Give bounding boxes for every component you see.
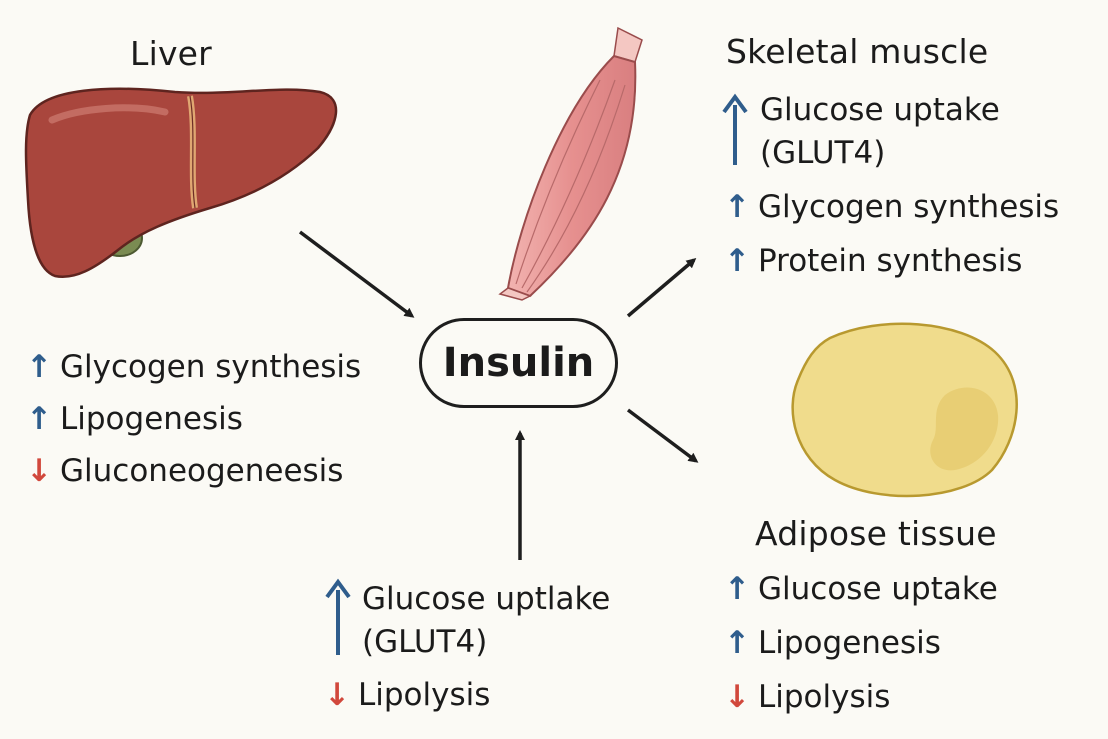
arrow-insulin-to-muscle (626, 258, 697, 318)
insulin-label: Insulin (442, 340, 595, 386)
up-arrow-icon: ↑ (724, 189, 750, 225)
list-item: ↓Lipolysis (724, 679, 891, 715)
down-arrow-icon: ↓ (26, 453, 52, 489)
list-item-continuation: (GLUT4) (362, 624, 488, 660)
list-item: ↑Lipogenesis (724, 625, 941, 661)
skeletal-muscle-title: Skeletal muscle (726, 32, 989, 71)
adipose-tissue-title: Adipose tissue (755, 514, 997, 553)
tall-up-arrow-icon (722, 93, 748, 165)
liver-title: Liver (130, 34, 212, 73)
list-item: ↓Lipolysis (324, 677, 491, 713)
arrow-insulin-to-adipose (626, 408, 699, 463)
list-item: ↑Lipogenesis (26, 401, 243, 437)
up-arrow-icon: ↑ (26, 349, 52, 385)
arrow-liver-to-insulin (298, 230, 415, 318)
list-item: ↑Protein synthesis (724, 243, 1023, 279)
down-arrow-icon: ↓ (324, 677, 350, 713)
liver-effects: ↑Glycogen synthesis ↑Lipogenesis ↓Glucon… (26, 347, 361, 491)
insulin-node: Insulin (419, 318, 618, 408)
list-item: ↓Gluconeogeneesis (26, 453, 344, 489)
up-arrow-icon: ↑ (724, 243, 750, 279)
liver-illustration (24, 87, 338, 279)
adipose-cell-illustration (791, 322, 1018, 498)
down-arrow-icon: ↓ (724, 679, 750, 715)
muscle-illustration (498, 26, 643, 301)
list-item: Glucose uptake (760, 92, 1000, 128)
list-item-continuation: (GLUT4) (760, 135, 886, 171)
list-item: ↑Glycogen synthesis (26, 349, 362, 385)
up-arrow-icon: ↑ (26, 401, 52, 437)
tall-up-arrow-icon (325, 578, 351, 655)
up-arrow-icon: ↑ (724, 571, 750, 607)
list-item: Glucose uptlake (362, 581, 611, 617)
up-arrow-icon: ↑ (724, 625, 750, 661)
list-item: ↑Glucose uptake (724, 571, 998, 607)
list-item: ↑Glycogen synthesis (724, 189, 1060, 225)
